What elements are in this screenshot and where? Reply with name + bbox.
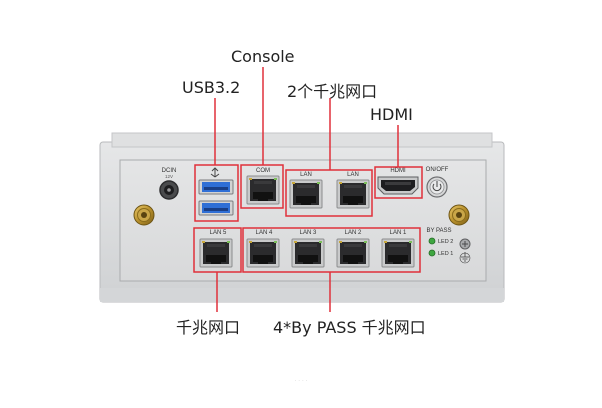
usb-icon	[210, 167, 220, 178]
lan5-label: LAN 5	[210, 230, 227, 236]
led1-label: LED 1	[438, 251, 453, 257]
lan-top-highlight-box	[285, 169, 373, 217]
com-label: COM	[256, 168, 270, 174]
lan4-port[interactable]	[246, 238, 280, 268]
lan2-label: LAN 2	[345, 230, 362, 236]
lan-top-port-2[interactable]	[336, 179, 370, 209]
lan1-label: LAN 1	[390, 230, 407, 236]
hdmi-port[interactable]	[377, 176, 419, 195]
lan4-label: LAN 4	[256, 230, 273, 236]
lan-top-label-1: LAN	[300, 172, 312, 178]
lan5-port[interactable]	[199, 238, 233, 268]
lan3-port[interactable]	[291, 238, 325, 268]
usb-port-top[interactable]	[198, 179, 234, 195]
bypass-lan-highlight-box	[242, 227, 421, 273]
lan-bottom-left-callout: 千兆网口	[176, 318, 241, 337]
hdmi-label: HDMI	[390, 168, 406, 174]
lan3-label: LAN 3	[300, 230, 317, 236]
chassis	[99, 132, 505, 303]
hdmi-callout: HDMI	[370, 105, 413, 124]
led2-indicator	[428, 237, 436, 245]
console-callout: Console	[231, 47, 295, 66]
power-label: ON/OFF	[426, 167, 449, 173]
dcin-sub-label: 12V	[165, 174, 173, 179]
callout-lines	[214, 67, 399, 312]
led1-indicator	[428, 249, 436, 257]
lan2-port[interactable]	[336, 238, 370, 268]
led2-label: LED 2	[438, 239, 453, 245]
lan1-port[interactable]	[381, 238, 415, 268]
footer-mark: · · · ·	[295, 378, 308, 384]
lan-bottom-right-callout: 4*By PASS 千兆网口	[273, 318, 426, 337]
antenna-right-icon	[448, 204, 470, 226]
usb-callout: USB3.2	[182, 78, 241, 97]
lan-top-port-1[interactable]	[289, 179, 323, 209]
lan-top-callout: 2个千兆网口	[287, 82, 378, 101]
ground-icon	[459, 252, 471, 264]
console-highlight-box	[240, 164, 284, 209]
ground-screw	[459, 238, 471, 250]
usb-port-bottom[interactable]	[198, 200, 234, 216]
power-icon	[432, 181, 442, 192]
antenna-left-icon	[133, 204, 155, 226]
bypass-label: BY PASS	[426, 228, 451, 234]
usb-highlight-box	[194, 164, 239, 222]
dcin-label: DCIN	[162, 168, 177, 174]
console-port[interactable]	[246, 175, 280, 205]
lan-top-label-2: LAN	[347, 172, 359, 178]
dc-in-port[interactable]	[159, 180, 179, 200]
